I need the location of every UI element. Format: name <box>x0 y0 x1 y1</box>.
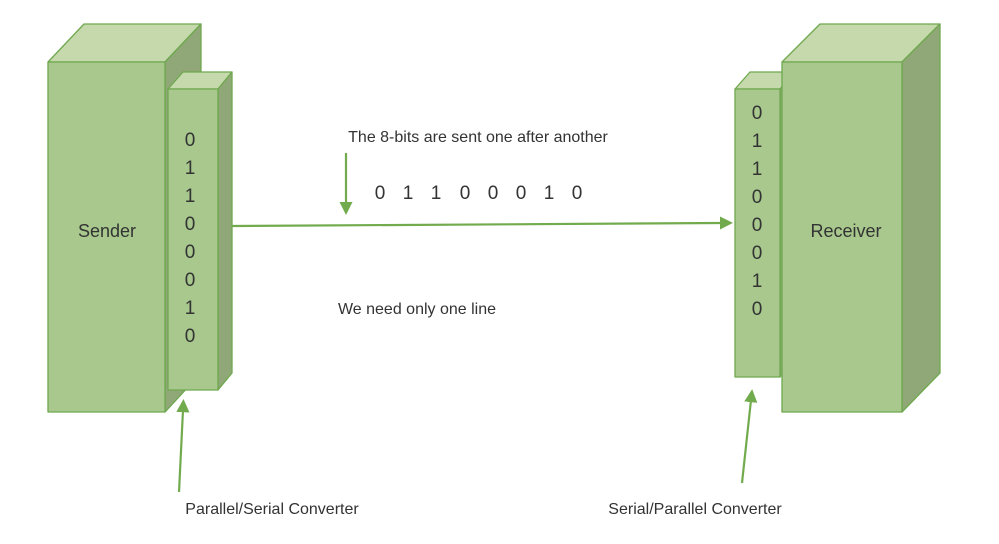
receiver-bit: 0 <box>752 215 763 236</box>
receiver-bit: 0 <box>752 103 763 124</box>
serial-bit: 0 <box>460 183 471 204</box>
receiver-label: Receiver <box>810 221 881 241</box>
parallel-serial-converter-label: Parallel/Serial Converter <box>185 501 359 518</box>
serial-bit: 0 <box>572 183 583 204</box>
receiver-bit: 0 <box>752 243 763 264</box>
receiver-bit: 1 <box>752 271 763 292</box>
receiver-bit: 0 <box>752 299 763 320</box>
sender-bit: 0 <box>185 130 196 151</box>
parallel-serial-pointer-arrow <box>176 399 190 493</box>
sender-bit: 0 <box>185 242 196 263</box>
sender-label: Sender <box>78 221 136 241</box>
sender-bit-column: 0 1 1 0 0 0 1 0 <box>185 130 196 347</box>
sender-bit: 1 <box>185 158 196 179</box>
caption-bottom: We need only one line <box>338 301 496 318</box>
sender-bit: 1 <box>185 298 196 319</box>
sender-bit: 1 <box>185 186 196 207</box>
receiver-box-front-face <box>781 61 903 413</box>
receiver-box: Receiver <box>781 23 941 413</box>
serial-bit: 1 <box>431 183 442 204</box>
serial-bit-row: 0 1 1 0 0 0 1 0 <box>375 183 583 204</box>
serial-parallel-converter-front-face <box>734 88 781 378</box>
serial-line-arrow <box>231 216 733 230</box>
serial-parallel-pointer-arrow <box>740 389 758 484</box>
sender-bit: 0 <box>185 214 196 235</box>
serial-parallel-converter-label: Serial/Parallel Converter <box>608 501 782 518</box>
serial-bit: 1 <box>544 183 555 204</box>
receiver-bit-column: 0 1 1 0 0 0 1 0 <box>752 103 763 320</box>
parallel-serial-converter-box: 0 1 1 0 0 0 1 0 <box>167 71 233 391</box>
caption-top: The 8-bits are sent one after another <box>348 129 608 146</box>
serial-bit: 0 <box>488 183 499 204</box>
sender-bit: 0 <box>185 326 196 347</box>
parallel-serial-converter-side-face <box>217 71 233 391</box>
serial-bit: 0 <box>516 183 527 204</box>
receiver-bit: 1 <box>752 159 763 180</box>
parallel-serial-converter-front-face <box>167 88 219 391</box>
serial-bit: 0 <box>375 183 386 204</box>
receiver-bit: 1 <box>752 131 763 152</box>
serial-bit: 1 <box>403 183 414 204</box>
receiver-bit: 0 <box>752 187 763 208</box>
sender-bit: 0 <box>185 270 196 291</box>
sender-box-front-face <box>47 61 166 413</box>
receiver-box-side-face <box>901 23 941 413</box>
